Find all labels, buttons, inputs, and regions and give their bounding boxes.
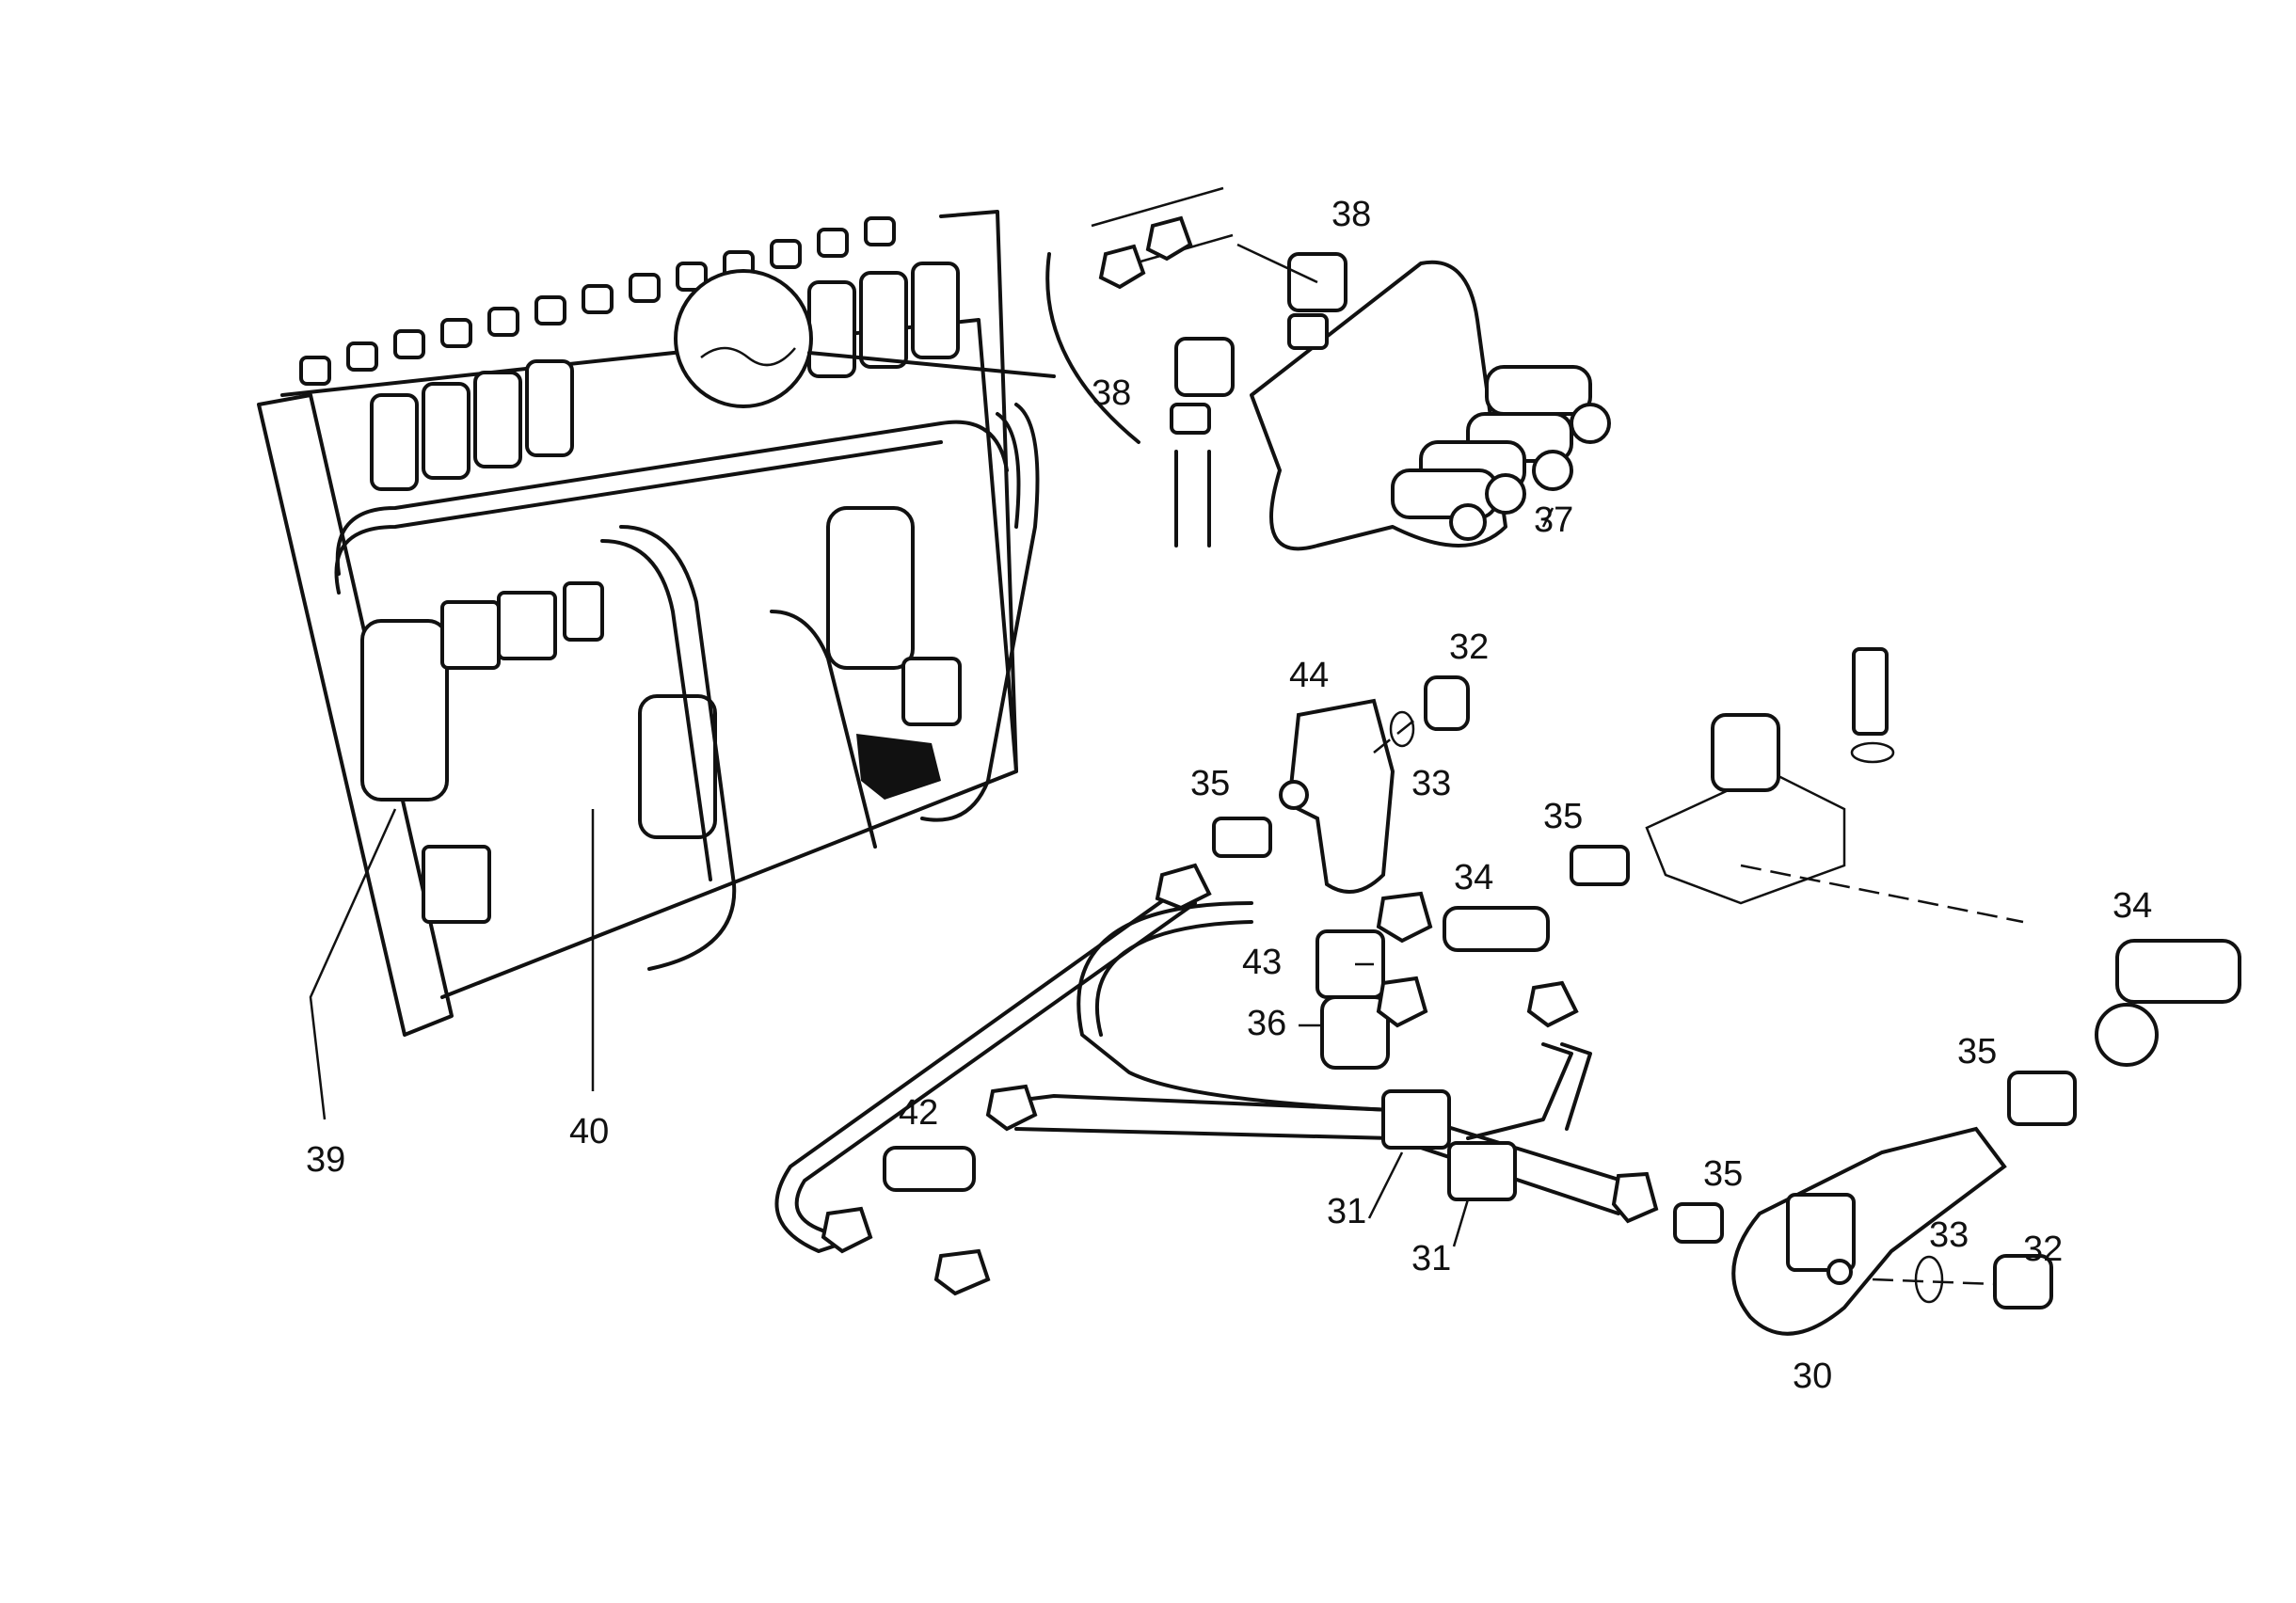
- detail-magnifier: [674, 269, 813, 408]
- callout-35: 35: [1543, 797, 1583, 836]
- callout-44: 44: [1289, 656, 1329, 695]
- elbow-fitting-38-bottom: [1174, 337, 1235, 397]
- clamp-31a: [1381, 1089, 1451, 1150]
- fuel-filter-left: [360, 619, 449, 802]
- callout-36: 36: [1247, 1004, 1286, 1043]
- tee-block-44: [1286, 698, 1395, 894]
- elbow-36: [1320, 995, 1390, 1070]
- fitting-35-lower: [1673, 1202, 1724, 1244]
- callout-34: 34: [1454, 858, 1493, 897]
- tee-fitting-34-right: [2115, 939, 2241, 1004]
- oil-filter: [638, 694, 717, 839]
- filter-body-30: [1731, 1126, 2007, 1336]
- callout-30: 30: [1793, 1357, 1832, 1396]
- engine-assembly: [257, 210, 1056, 1120]
- tube-nut-right: [1611, 1171, 1659, 1224]
- injector-caps: [299, 216, 896, 386]
- fuel-filter-right: [826, 506, 915, 670]
- callout-40: 40: [569, 1112, 609, 1151]
- tube-nut-top: [1155, 863, 1212, 911]
- fitting-35-top: [1212, 817, 1272, 858]
- callout-38: 38: [1331, 195, 1371, 234]
- callout-32: 32: [1449, 627, 1489, 667]
- callout-35: 35: [1957, 1032, 1997, 1071]
- o-ring-33-top: [1389, 710, 1415, 748]
- fitting-35-right: [2007, 1071, 2077, 1126]
- callout-31: 31: [1411, 1239, 1451, 1278]
- fuel-line-assembly: [774, 647, 2241, 1336]
- callout-43: 43: [1242, 943, 1282, 982]
- plug-32-top: [1424, 675, 1470, 731]
- o-ring-33-bottom: [1914, 1255, 1944, 1304]
- clamp-31b: [1447, 1141, 1517, 1201]
- tube-nut-upper-right: [1526, 980, 1579, 1028]
- inset-nut-pair: [1098, 215, 1193, 290]
- valve-fittings-37: [1391, 365, 1611, 541]
- callout-35: 35: [1190, 764, 1230, 803]
- callout-32: 32: [2023, 1230, 2063, 1269]
- plug-32-bottom: [1993, 1254, 2053, 1309]
- callout-34: 34: [2113, 886, 2152, 926]
- detail-inset: [1045, 186, 1611, 551]
- callout-labels: 44 32 33 35 35 34 43 36 42 31 31 35 34 3…: [306, 195, 2152, 1396]
- callout-33: 33: [1411, 764, 1451, 803]
- callout-42: 42: [899, 1093, 938, 1133]
- tube-nut-left: [821, 1206, 873, 1254]
- callout-31: 31: [1327, 1192, 1366, 1231]
- callout-39: 39: [306, 1140, 345, 1180]
- bolt: [1852, 647, 1889, 736]
- fitting-42: [883, 1146, 976, 1192]
- tee-fitting-34-mid: [1443, 906, 1550, 952]
- callout-37: 37: [1534, 500, 1573, 540]
- callout-33: 33: [1929, 1215, 1969, 1255]
- callout-35: 35: [1703, 1154, 1743, 1194]
- fitting-35-mid: [1570, 845, 1630, 886]
- tube-nut-42: [985, 1084, 1038, 1132]
- callout-38: 38: [1092, 373, 1131, 413]
